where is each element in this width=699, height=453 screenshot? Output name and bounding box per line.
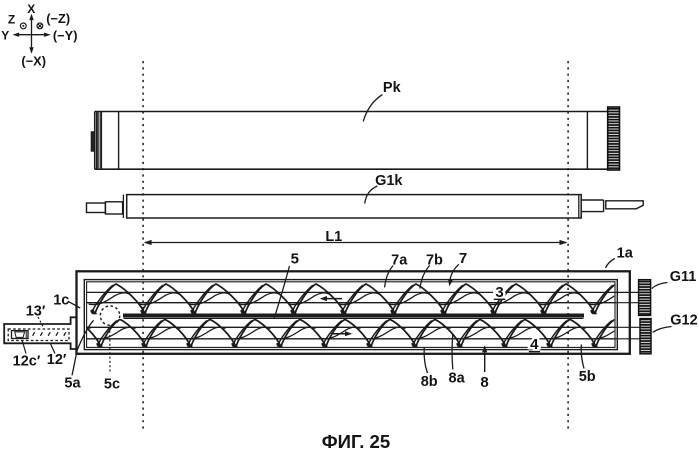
svg-text:12′: 12′ [47, 352, 67, 368]
svg-text:L1: L1 [325, 229, 342, 245]
svg-text:(−Y): (−Y) [53, 28, 78, 43]
svg-text:X: X [27, 2, 35, 16]
svg-text:(−X): (−X) [21, 53, 46, 68]
svg-text:13′: 13′ [26, 304, 46, 320]
svg-text:5c: 5c [104, 377, 120, 393]
svg-text:3: 3 [495, 284, 503, 301]
svg-text:G12: G12 [670, 313, 697, 329]
svg-text:8a: 8a [449, 371, 466, 387]
svg-text:12c′: 12c′ [13, 353, 41, 369]
svg-text:Z: Z [8, 13, 15, 27]
svg-text:7: 7 [459, 250, 467, 267]
svg-text:8b: 8b [421, 374, 438, 390]
svg-text:5b: 5b [579, 369, 596, 385]
svg-text:1a: 1a [617, 245, 634, 261]
svg-text:ФИГ. 25: ФИГ. 25 [322, 431, 390, 452]
svg-text:1c: 1c [53, 292, 69, 308]
svg-text:G1k: G1k [375, 173, 403, 189]
svg-text:Y: Y [1, 28, 9, 42]
svg-text:G11: G11 [670, 269, 697, 285]
svg-text:7b: 7b [426, 252, 443, 268]
svg-text:5: 5 [291, 251, 299, 268]
svg-text:7a: 7a [391, 252, 408, 268]
svg-text:4: 4 [530, 336, 539, 353]
svg-text:5a: 5a [64, 376, 81, 392]
svg-text:(−Z): (−Z) [46, 11, 70, 26]
svg-text:8: 8 [480, 374, 488, 391]
svg-text:Pk: Pk [383, 80, 402, 96]
